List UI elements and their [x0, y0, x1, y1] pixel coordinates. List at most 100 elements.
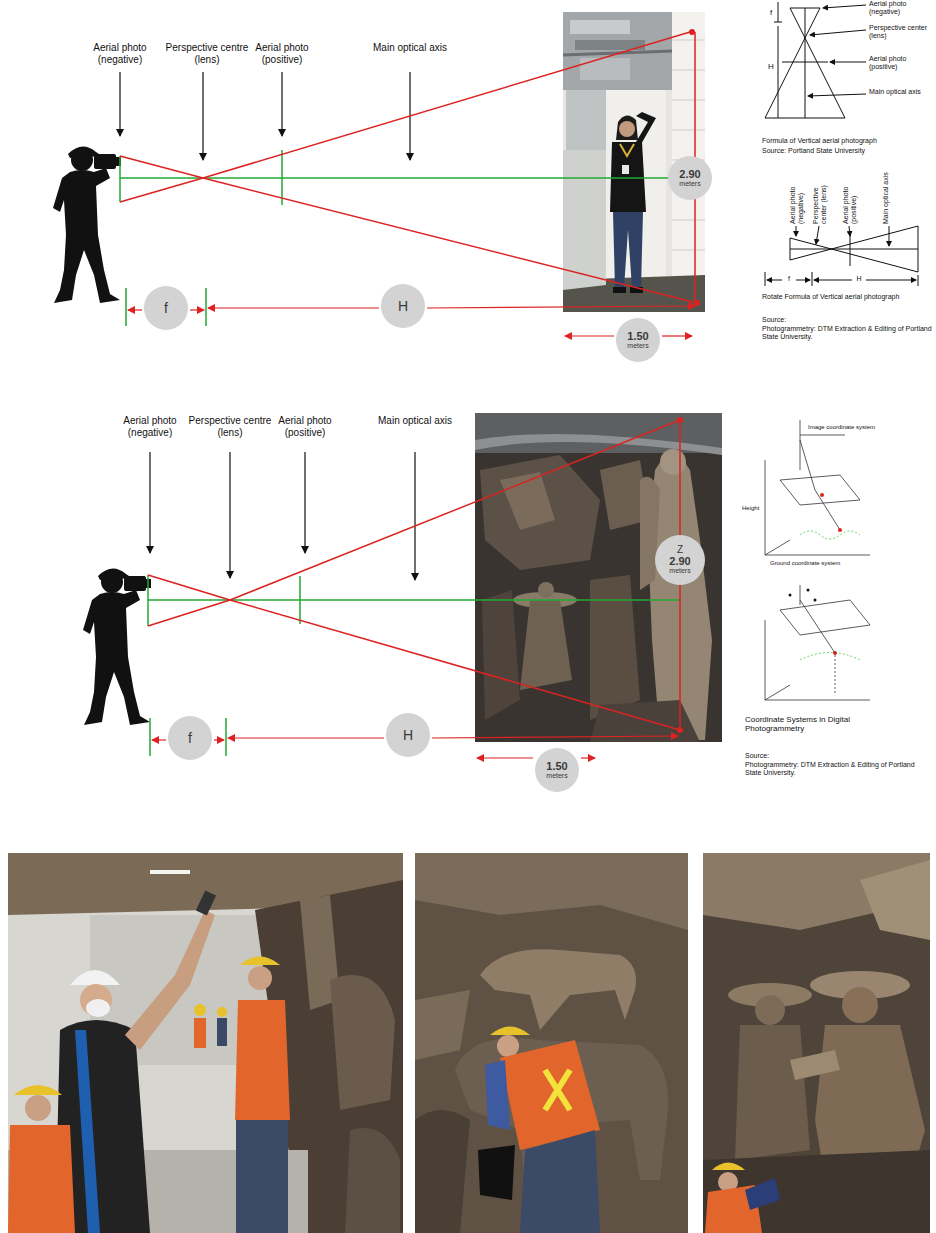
illustration-shape	[148, 417, 683, 758]
illustration-shape	[236, 1120, 288, 1233]
illustration-shape	[478, 1145, 515, 1200]
text-label: Formula of Vertical aerial photograph	[762, 137, 936, 145]
illustration-shape	[790, 1050, 840, 1080]
illustration-shape	[475, 413, 722, 742]
illustration-shape	[415, 1110, 470, 1233]
illustration-shape	[148, 600, 230, 626]
illustration-shape	[790, 226, 918, 260]
text-label: Photogrammetry: DTM Extraction & Editing…	[745, 761, 930, 777]
illustration-shape	[147, 575, 149, 626]
illustration-shape	[538, 582, 554, 598]
illustration-shape	[83, 568, 151, 725]
illustration-shape	[619, 121, 635, 137]
illustration-shape	[8, 853, 403, 1233]
illustration-shape	[581, 757, 595, 758]
text-label: Photogrammetry: DTM Extraction & Editing…	[762, 325, 934, 341]
illustration-shape	[299, 576, 301, 624]
illustration-shape	[415, 853, 688, 1233]
rotated-label: Main optical axis	[882, 168, 890, 224]
illustration-shape	[281, 72, 282, 136]
illustration-shape	[622, 165, 629, 174]
illustration-shape	[229, 452, 230, 578]
dimension-circle: 2.90meters	[668, 156, 712, 200]
illustration-shape	[415, 853, 688, 930]
illustration-shape	[119, 72, 120, 136]
rotated-label: Perspective center (lens)	[812, 168, 828, 224]
dimension-circle: 1.50meters	[616, 318, 660, 362]
illustration-shape	[149, 452, 150, 553]
text-label: Aerial photo (positive)	[234, 42, 330, 65]
illustration-shape	[838, 528, 842, 532]
illustration-shape	[660, 449, 686, 475]
illustration-shape	[128, 309, 142, 310]
illustration-shape	[677, 417, 683, 423]
illustration-shape	[677, 727, 683, 733]
illustration-shape	[636, 112, 656, 146]
illustration-shape	[805, 8, 806, 118]
illustration-shape	[672, 220, 705, 221]
illustration-shape	[703, 1150, 930, 1233]
illustration-shape	[120, 29, 700, 336]
text-label: Perspective centre (lens)	[181, 415, 279, 438]
circle-text: H	[403, 728, 413, 743]
illustration-shape	[230, 420, 680, 600]
text-label: Image coordinate system	[808, 424, 888, 431]
illustration-shape	[205, 288, 207, 326]
illustration-shape	[194, 1018, 206, 1048]
text-label: f	[766, 8, 776, 17]
illustration-shape	[918, 275, 919, 286]
illustration-shape	[125, 910, 215, 1050]
text-label: Aerial photo (negative)	[102, 415, 198, 438]
illustration-shape	[765, 460, 766, 555]
illustration-shape	[345, 1128, 400, 1233]
illustration-shape	[152, 739, 166, 740]
circle-text: meters	[679, 180, 700, 187]
illustration-shape	[570, 20, 630, 34]
text-label: Main optical axis	[360, 42, 460, 54]
text-label: Height	[742, 505, 772, 512]
dimension-circle: 1.50meters	[535, 748, 579, 792]
illustration-shape	[214, 739, 224, 740]
circle-text: 2.90	[679, 169, 700, 181]
illustration-shape	[842, 987, 878, 1023]
illustration-shape	[120, 178, 203, 202]
illustration-shape	[672, 70, 705, 71]
circle-text: Z	[677, 545, 683, 556]
illustration-shape	[196, 890, 216, 915]
illustration-shape	[812, 272, 813, 286]
illustration-shape	[815, 490, 840, 530]
text-label: Aerial photo (positive)	[257, 415, 353, 438]
text-label: H	[766, 62, 776, 71]
illustration-shape	[672, 40, 705, 250]
illustration-shape	[194, 1004, 206, 1016]
illustration-shape	[703, 853, 930, 1233]
illustration-shape	[235, 1000, 290, 1120]
illustration-shape	[203, 178, 697, 303]
illustration-shape	[778, 26, 779, 118]
illustration-shape	[150, 870, 190, 874]
illustration-shape	[774, 22, 782, 23]
illustration-shape	[672, 250, 705, 251]
text-label: f	[784, 275, 794, 283]
illustration-shape	[814, 599, 817, 602]
illustration-shape	[490, 1027, 530, 1036]
illustration-shape	[765, 226, 918, 286]
illustration-shape	[120, 156, 203, 178]
circle-text: meters	[546, 772, 567, 779]
illustration-shape	[835, 655, 836, 695]
illustration-shape	[149, 718, 151, 756]
circle-text: 1.50	[627, 331, 648, 343]
illustration-shape	[860, 860, 930, 940]
illustration-shape	[304, 452, 305, 553]
illustration-shape	[610, 142, 646, 212]
illustration-shape	[672, 40, 705, 41]
illustration-shape	[796, 226, 797, 236]
illustration-shape	[565, 335, 614, 336]
illustration-shape	[228, 737, 384, 738]
illustration-shape	[712, 1163, 745, 1171]
illustration-shape	[25, 1095, 51, 1121]
text-label: Source: Portland State University	[762, 147, 936, 155]
illustration-shape	[415, 853, 688, 1233]
illustration-shape	[566, 90, 606, 150]
text-label: Aerial photo (negative)	[72, 42, 168, 65]
